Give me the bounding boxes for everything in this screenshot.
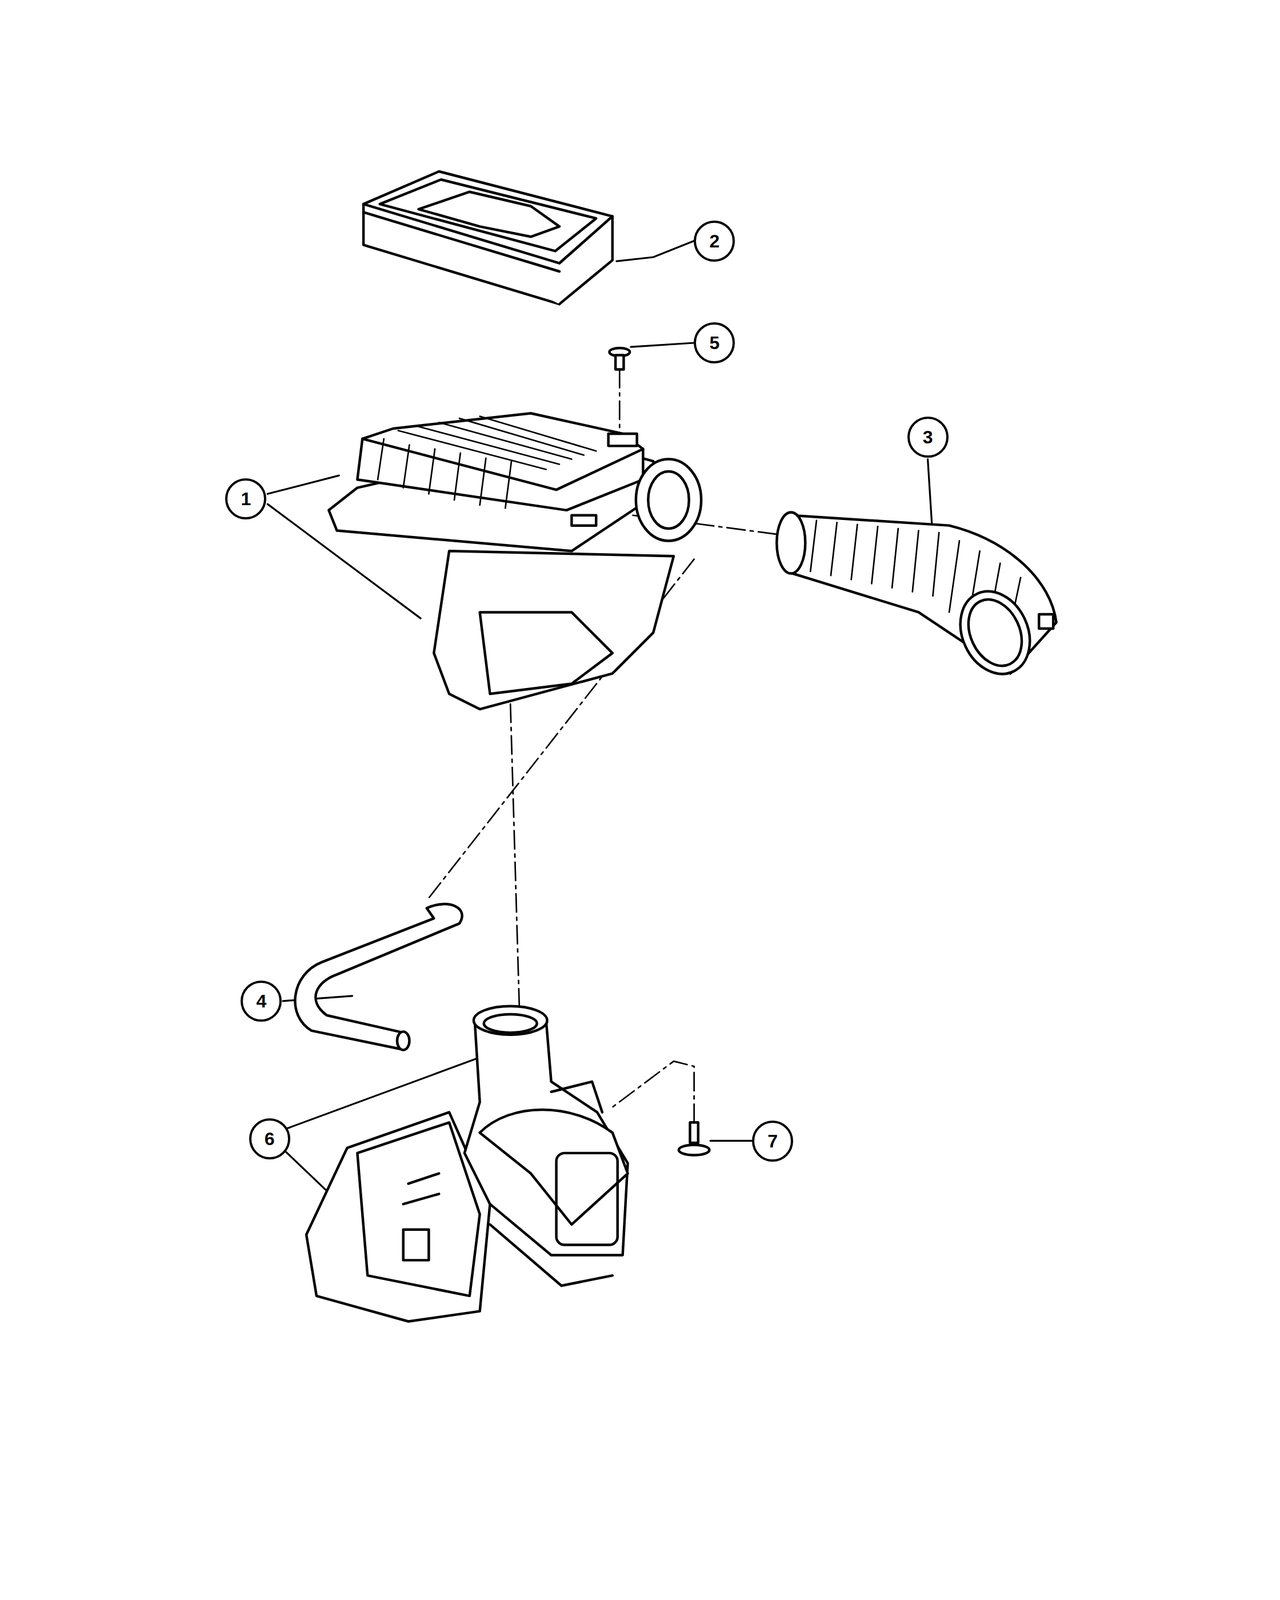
callout-number: 5 [693, 322, 735, 364]
screw [678, 1122, 710, 1155]
callout-text: 6 [264, 1129, 275, 1148]
callout-number: 6 [249, 1118, 291, 1160]
callout-text: 1 [241, 489, 252, 508]
callout-text: 7 [767, 1132, 778, 1151]
callout-text: 2 [709, 232, 720, 251]
air-inlet-hose [776, 512, 1056, 686]
bolt [609, 348, 630, 370]
vent-hose [294, 904, 462, 1050]
callout-number: 2 [693, 220, 735, 262]
air-filter [363, 171, 613, 304]
leader-lines [267, 240, 932, 1212]
callout-number: 3 [907, 416, 949, 458]
callout-text: 5 [709, 333, 720, 352]
resonator-assembly [306, 1006, 628, 1322]
callout-text: 4 [256, 992, 267, 1011]
callout-number: 7 [752, 1120, 794, 1162]
callout-number: 4 [240, 980, 282, 1022]
callout-text: 3 [922, 428, 934, 447]
callout-number: 1 [225, 478, 267, 520]
air-cleaner-housing [328, 413, 702, 710]
